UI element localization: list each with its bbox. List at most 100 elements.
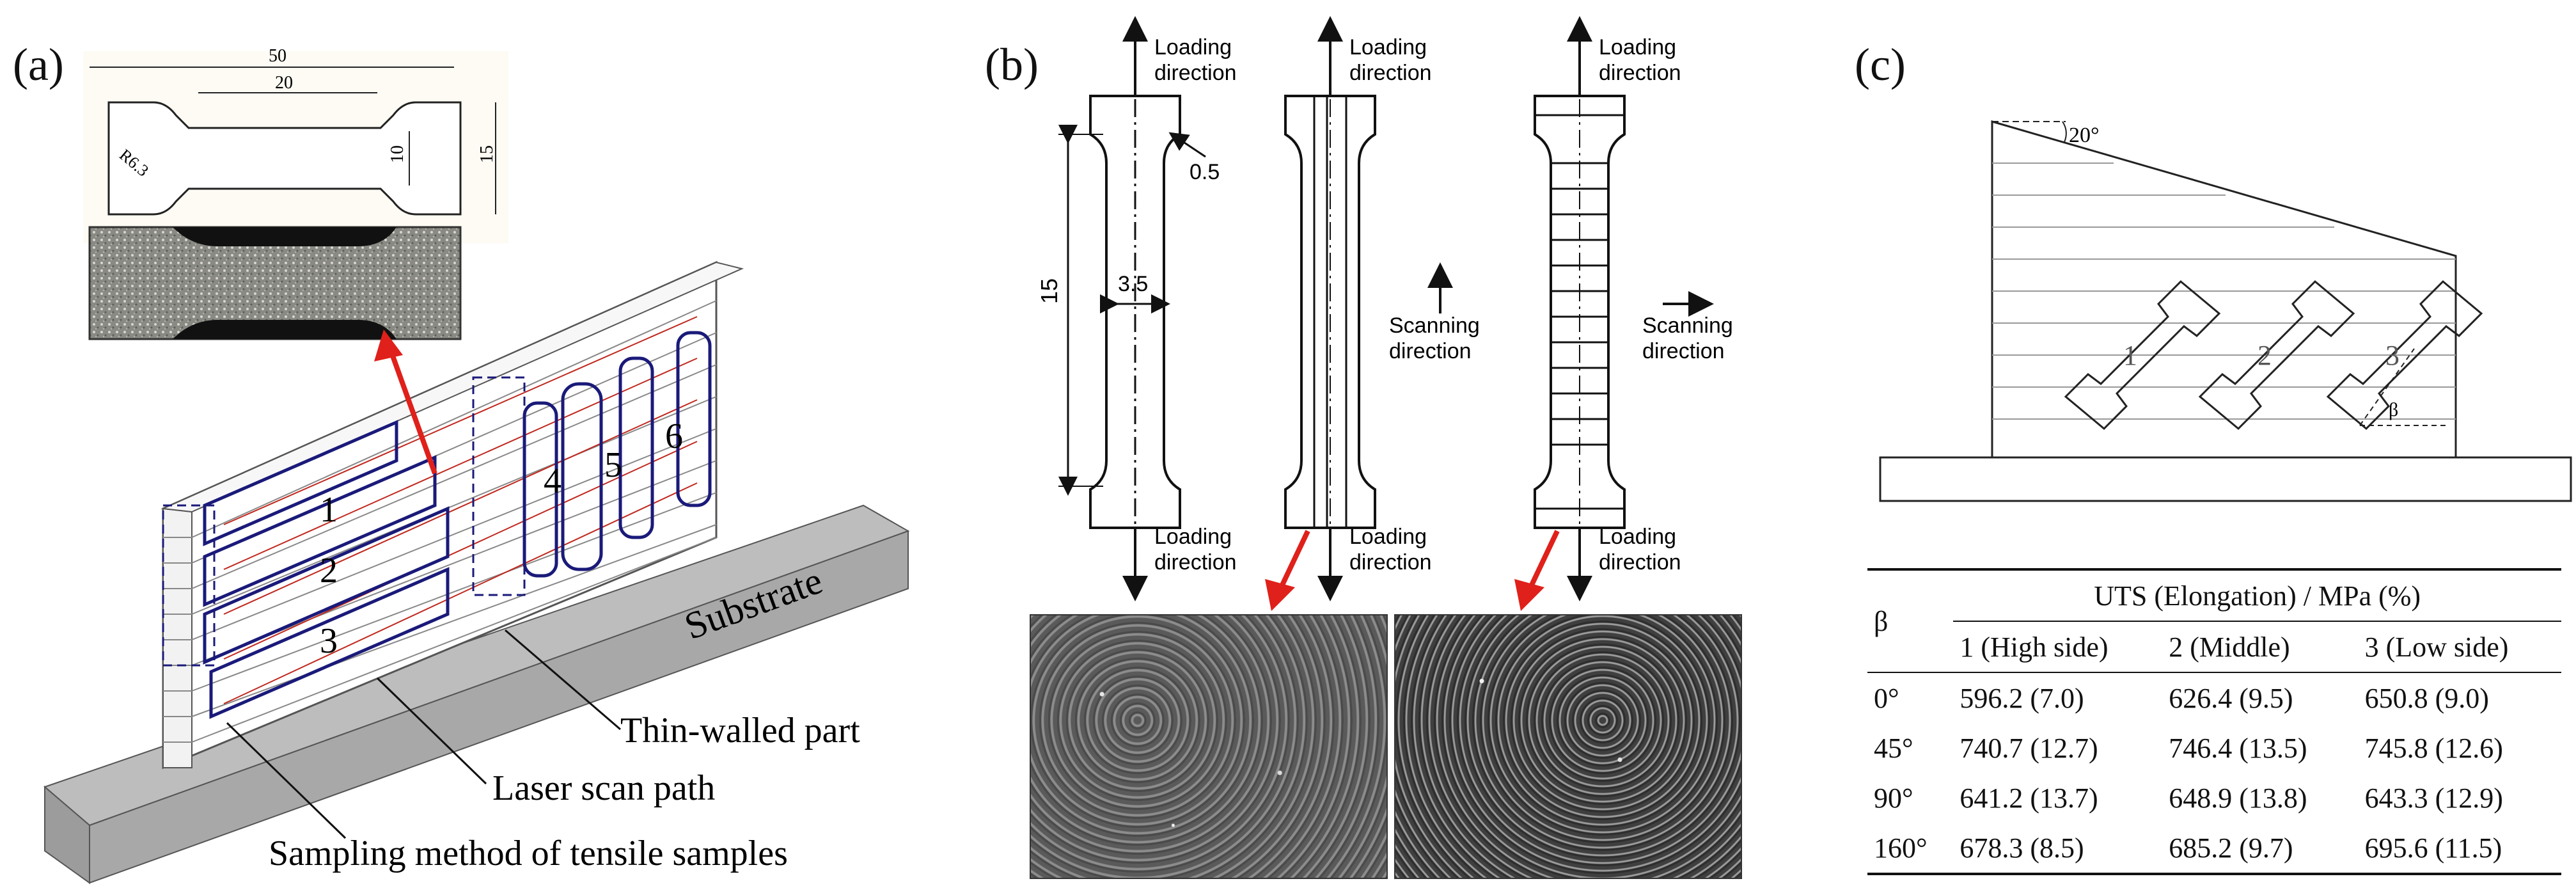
dim-50-text: 50	[269, 46, 287, 66]
sample-number-5: 5	[604, 445, 622, 485]
specimen-3-outline	[1534, 95, 1626, 529]
panel-c-diagram: 20° 1 2 3 β	[1879, 120, 2572, 502]
sample-number-1: 1	[320, 490, 338, 530]
sample-number-4: 4	[544, 461, 562, 501]
substrate-front	[89, 530, 909, 884]
loading-text-bottom-2a: Loading	[1349, 525, 1427, 549]
sample-c-3: 3	[2385, 340, 2399, 371]
table-col-2: 2 (Middle)	[2169, 631, 2290, 663]
dashed-sample-outlines	[162, 376, 526, 667]
scanning-text-2b: direction	[1642, 339, 1725, 363]
horizontal-samples	[203, 420, 450, 719]
callout-laser-scan: Laser scan path	[492, 768, 715, 808]
angle-arc	[2062, 121, 2067, 143]
table-row-beta: 45°	[1874, 732, 1913, 764]
scanning-text-2a: Scanning	[1642, 313, 1733, 338]
wedge-wall	[1991, 120, 2457, 459]
sample-c-1: 1	[2123, 340, 2137, 371]
red-arrow-head	[374, 329, 403, 361]
specimen-drawing	[107, 101, 462, 216]
panel-b-diagram: 15 3.5 0.5	[1036, 16, 1733, 611]
fractograph-right	[1394, 614, 1742, 879]
angle-label: 20°	[2069, 123, 2100, 147]
dim-20-text: 20	[275, 73, 293, 93]
beta-axis-line	[2359, 348, 2415, 426]
scanning-text-1b: direction	[1389, 339, 1472, 363]
dim-35-label: 3.5	[1118, 272, 1148, 296]
table-row: 0° 596.2 (7.0) 626.4 (9.5) 650.8 (9.0)	[1867, 672, 2561, 723]
loading-text-top-2a: Loading	[1349, 35, 1427, 59]
base-plate	[1879, 456, 2572, 502]
red-arrowhead-b-1	[1265, 579, 1295, 611]
loading-text-bottom-2b: direction	[1349, 550, 1432, 575]
leader-thin-walled	[505, 629, 621, 731]
panel-a: (a) 50 20 10 15 R6.3 Subs	[0, 0, 959, 888]
specimen-1-dim-05-leader	[1168, 132, 1206, 158]
sample-number-3: 3	[320, 621, 338, 661]
table-cell: 648.9 (13.8)	[2169, 782, 2307, 814]
red-arrow-b-1	[1276, 530, 1310, 593]
red-arrow-b-2	[1526, 530, 1560, 593]
table-cell: 746.4 (13.5)	[2169, 732, 2307, 764]
loading-text-bottom-3a: Loading	[1599, 525, 1676, 549]
table-row-beta: 0°	[1867, 672, 1954, 723]
loading-text-top-1b: direction	[1154, 61, 1237, 85]
table-row: 90° 641.2 (13.7) 648.9 (13.8) 643.3 (12.…	[1867, 773, 2561, 823]
loading-text-top-3b: direction	[1599, 61, 1681, 85]
table-row: 160° 678.3 (8.5) 685.2 (9.7) 695.6 (11.5…	[1867, 823, 2561, 875]
beta-label: β	[2389, 399, 2398, 420]
inclined-samples	[2064, 280, 2483, 431]
table-cell: 641.2 (13.7)	[1959, 782, 2098, 814]
wall-layer-lines	[163, 300, 717, 743]
panel-c-label: (c)	[1855, 39, 1906, 90]
table-cell: 596.2 (7.0)	[1953, 672, 2163, 723]
laser-scan-lines	[223, 316, 698, 704]
table-cell: 643.3 (12.9)	[2364, 782, 2503, 814]
dim-15-label: 15	[1036, 278, 1062, 304]
loading-text-top-2b: direction	[1349, 61, 1432, 85]
table-cell: 740.7 (12.7)	[1959, 732, 2098, 764]
loading-text-bottom-1a: Loading	[1154, 525, 1232, 549]
specimen-2-outline	[1284, 95, 1376, 529]
table-row-beta: 90°	[1874, 782, 1913, 814]
panel-b: (b) 15 3.5 0.5	[959, 0, 1810, 888]
red-arrowhead-b-2	[1514, 579, 1544, 611]
table-cell: 685.2 (9.7)	[2162, 823, 2359, 875]
red-arrow-line	[388, 347, 437, 475]
photo-top-cut	[173, 227, 397, 246]
table-cell: 678.3 (8.5)	[1953, 823, 2163, 875]
table-cell: 695.6 (11.5)	[2358, 823, 2561, 875]
loading-text-bottom-1b: direction	[1154, 550, 1237, 575]
table-row: 45° 740.7 (12.7) 746.4 (13.5) 745.8 (12.…	[1867, 723, 2561, 773]
table-beta-header: β	[1867, 568, 1954, 672]
sample-c-2: 2	[2258, 340, 2272, 371]
thin-wall-top	[161, 261, 744, 513]
uts-table: β UTS (Elongation) / MPa (%) 1 (High sid…	[1867, 568, 2561, 875]
fractograph-left	[1030, 614, 1388, 879]
sample-number-2: 2	[320, 551, 338, 591]
wedge-layer-lines	[1992, 163, 2456, 420]
panel-a-label: (a)	[13, 39, 64, 90]
callout-thin-walled: Thin-walled part	[620, 711, 860, 750]
panel-b-label: (b)	[985, 39, 1039, 90]
panel-a-diagram: 50 20 10 15 R6.3 Substrate	[43, 46, 910, 884]
table-col-1: 1 (High side)	[1959, 631, 2109, 663]
table-col-3: 3 (Low side)	[2364, 631, 2509, 663]
table-group-header: UTS (Elongation) / MPa (%)	[1953, 568, 2561, 622]
callout-sampling: Sampling method of tensile samples	[269, 834, 788, 873]
table-row-beta: 160°	[1867, 823, 1954, 875]
dim-15-text: 15	[477, 145, 497, 163]
sample-number-6: 6	[665, 416, 683, 456]
photo-bottom-cut	[173, 320, 397, 339]
table-cell: 626.4 (9.5)	[2162, 672, 2359, 723]
dim-05-label: 0.5	[1190, 160, 1220, 184]
thin-wall-end	[162, 507, 192, 768]
panel-c: (c) 20° 1 2 3	[1810, 0, 2576, 888]
loading-text-top-1a: Loading	[1154, 35, 1232, 59]
loading-text-bottom-3b: direction	[1599, 550, 1681, 575]
dim-10-text: 10	[388, 145, 407, 163]
specimen-1-outline	[1089, 95, 1181, 529]
table-cell: 650.8 (9.0)	[2358, 672, 2561, 723]
leader-sampling	[226, 722, 347, 839]
leader-laser-scan	[376, 677, 487, 785]
